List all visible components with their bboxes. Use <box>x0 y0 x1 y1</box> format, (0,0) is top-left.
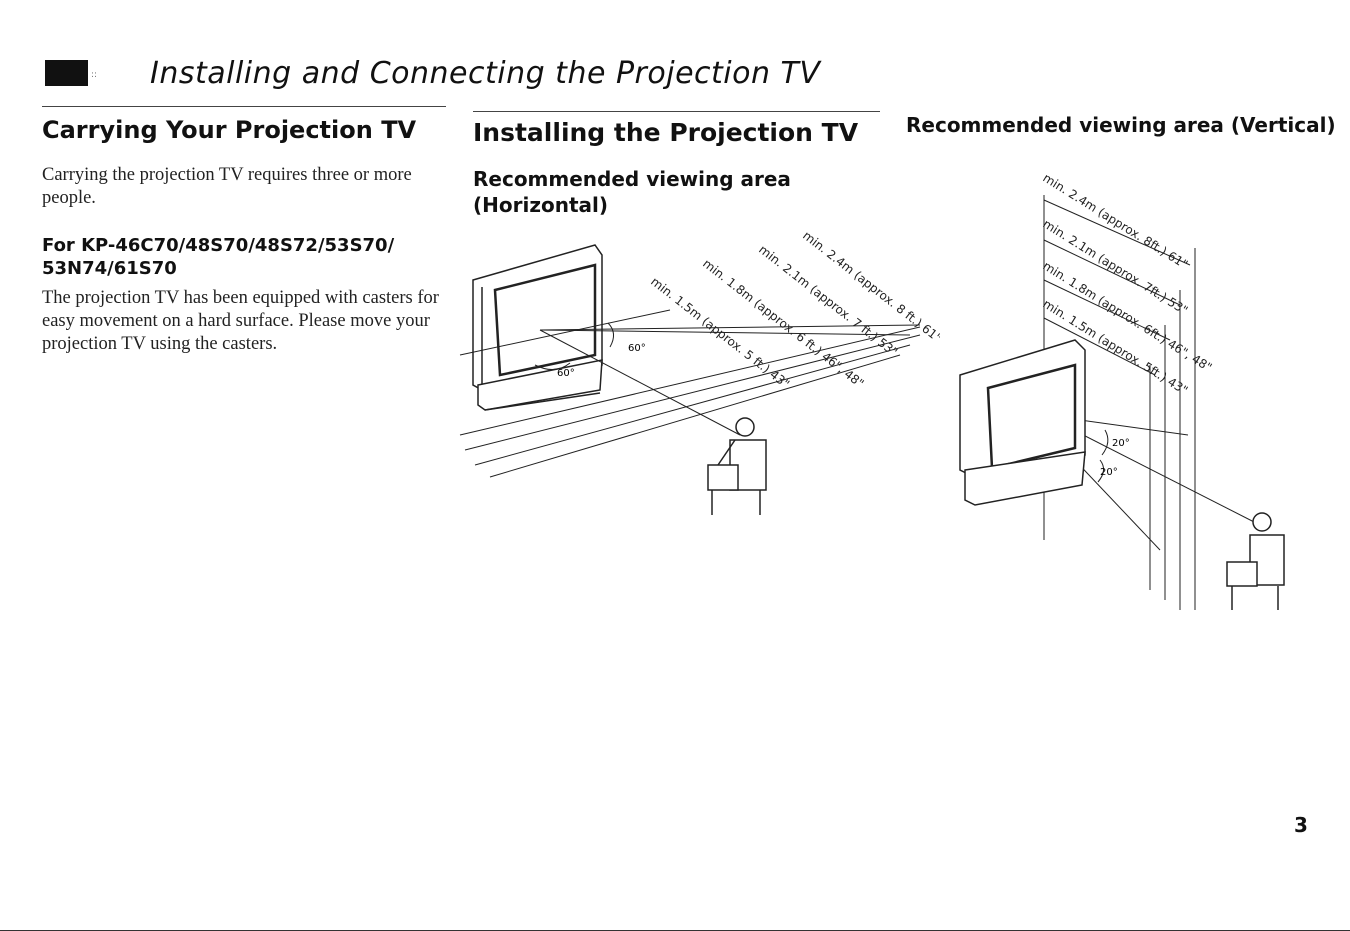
tv-illustration <box>472 244 603 411</box>
horizontal-heading: Recommended viewing area (Horizontal) <box>473 167 791 217</box>
h-label-48: min. 1.8m (approx. 6 ft.) 46", 48" <box>700 256 866 390</box>
rule-left <box>42 106 446 107</box>
model-heading: For KP-46C70/48S70/48S72/53S70/ 53N74/61… <box>42 235 395 279</box>
viewer-chair-icon <box>707 417 767 515</box>
viewing-angle-lines <box>459 309 921 478</box>
angle-top-label: 20° <box>1112 438 1130 449</box>
installing-title: Installing the Projection TV <box>473 118 859 147</box>
angle-inner-label: 60° <box>557 368 575 379</box>
tv-side-illustration <box>959 339 1086 506</box>
angle-outer-label: 60° <box>628 343 646 354</box>
viewer-chair-side-icon <box>1226 512 1285 610</box>
carrying-intro: Carrying the projection TV requires thre… <box>42 165 412 208</box>
rule-middle <box>473 111 880 112</box>
vertical-viewing-diagram: min. 2.4m (approx. 8ft.) 61" min. 2.1m (… <box>959 171 1285 610</box>
section-marker <box>45 60 88 86</box>
model-text: The projection TV has been equipped with… <box>42 288 439 354</box>
horizontal-viewing-diagram: 60° 60° min. 2.4m (approx. 8 ft.) 61" mi… <box>459 228 940 515</box>
page-header-title: Installing and Connecting the Projection… <box>150 56 821 91</box>
angle-bottom-label: 20° <box>1100 467 1118 478</box>
vertical-heading: Recommended viewing area (Vertical) <box>906 113 1336 137</box>
marker-glyph: :: <box>91 70 98 80</box>
carrying-title: Carrying Your Projection TV <box>42 116 417 144</box>
page-number: 3 <box>1294 813 1308 837</box>
v-label-61: min. 2.4m (approx. 8ft.) 61" <box>1040 171 1190 272</box>
